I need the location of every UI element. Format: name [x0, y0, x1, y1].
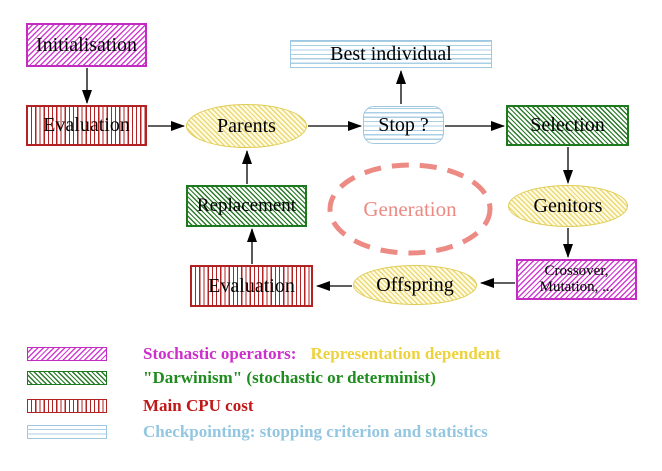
node-replacement: Replacement: [186, 185, 307, 227]
node-evaluation-bottom: Evaluation: [190, 265, 313, 307]
node-selection: Selection: [506, 105, 629, 146]
legend-swatch-cyan-stripes: [27, 425, 107, 439]
crossover-line1: Crossover,: [544, 262, 609, 279]
legend-row-checkpointing: Checkpointing: stopping criterion and st…: [27, 422, 488, 442]
node-parents: Parents: [186, 104, 307, 148]
generation-label: Generation: [363, 197, 457, 221]
legend-row-stochastic-operators: Stochastic operators: Representation dep…: [27, 344, 500, 364]
legend-swatch-magenta-hatch: [27, 347, 107, 361]
node-best-individual: Best individual: [290, 40, 492, 68]
node-evaluation-top: Evaluation: [26, 105, 147, 146]
node-crossover-mutation: Crossover, Mutation, ...: [516, 259, 637, 300]
crossover-line2: Mutation, ...: [539, 278, 614, 295]
node-genitors: Genitors: [508, 185, 628, 227]
legend-label-representation-dependent: Representation dependent: [310, 344, 501, 363]
legend-label-main-cpu-cost: Main CPU cost: [143, 396, 254, 415]
node-offspring: Offspring: [353, 265, 477, 305]
legend-row-main-cpu-cost: Main CPU cost: [27, 396, 253, 416]
node-initialisation: Initialisation: [26, 23, 147, 67]
legend-label-checkpointing: Checkpointing: stopping criterion and st…: [143, 422, 488, 441]
legend-swatch-green-hatch: [27, 371, 107, 385]
legend-swatch-red-stripes: [27, 399, 107, 413]
legend-label-stochastic-operators: Stochastic operators:: [143, 344, 297, 363]
legend-label-darwinism: "Darwinism" (stochastic or determinist): [143, 368, 436, 387]
generation-dashed-ellipse: [327, 162, 493, 256]
node-stop: Stop ?: [363, 106, 444, 144]
legend-row-darwinism: "Darwinism" (stochastic or determinist): [27, 368, 436, 388]
